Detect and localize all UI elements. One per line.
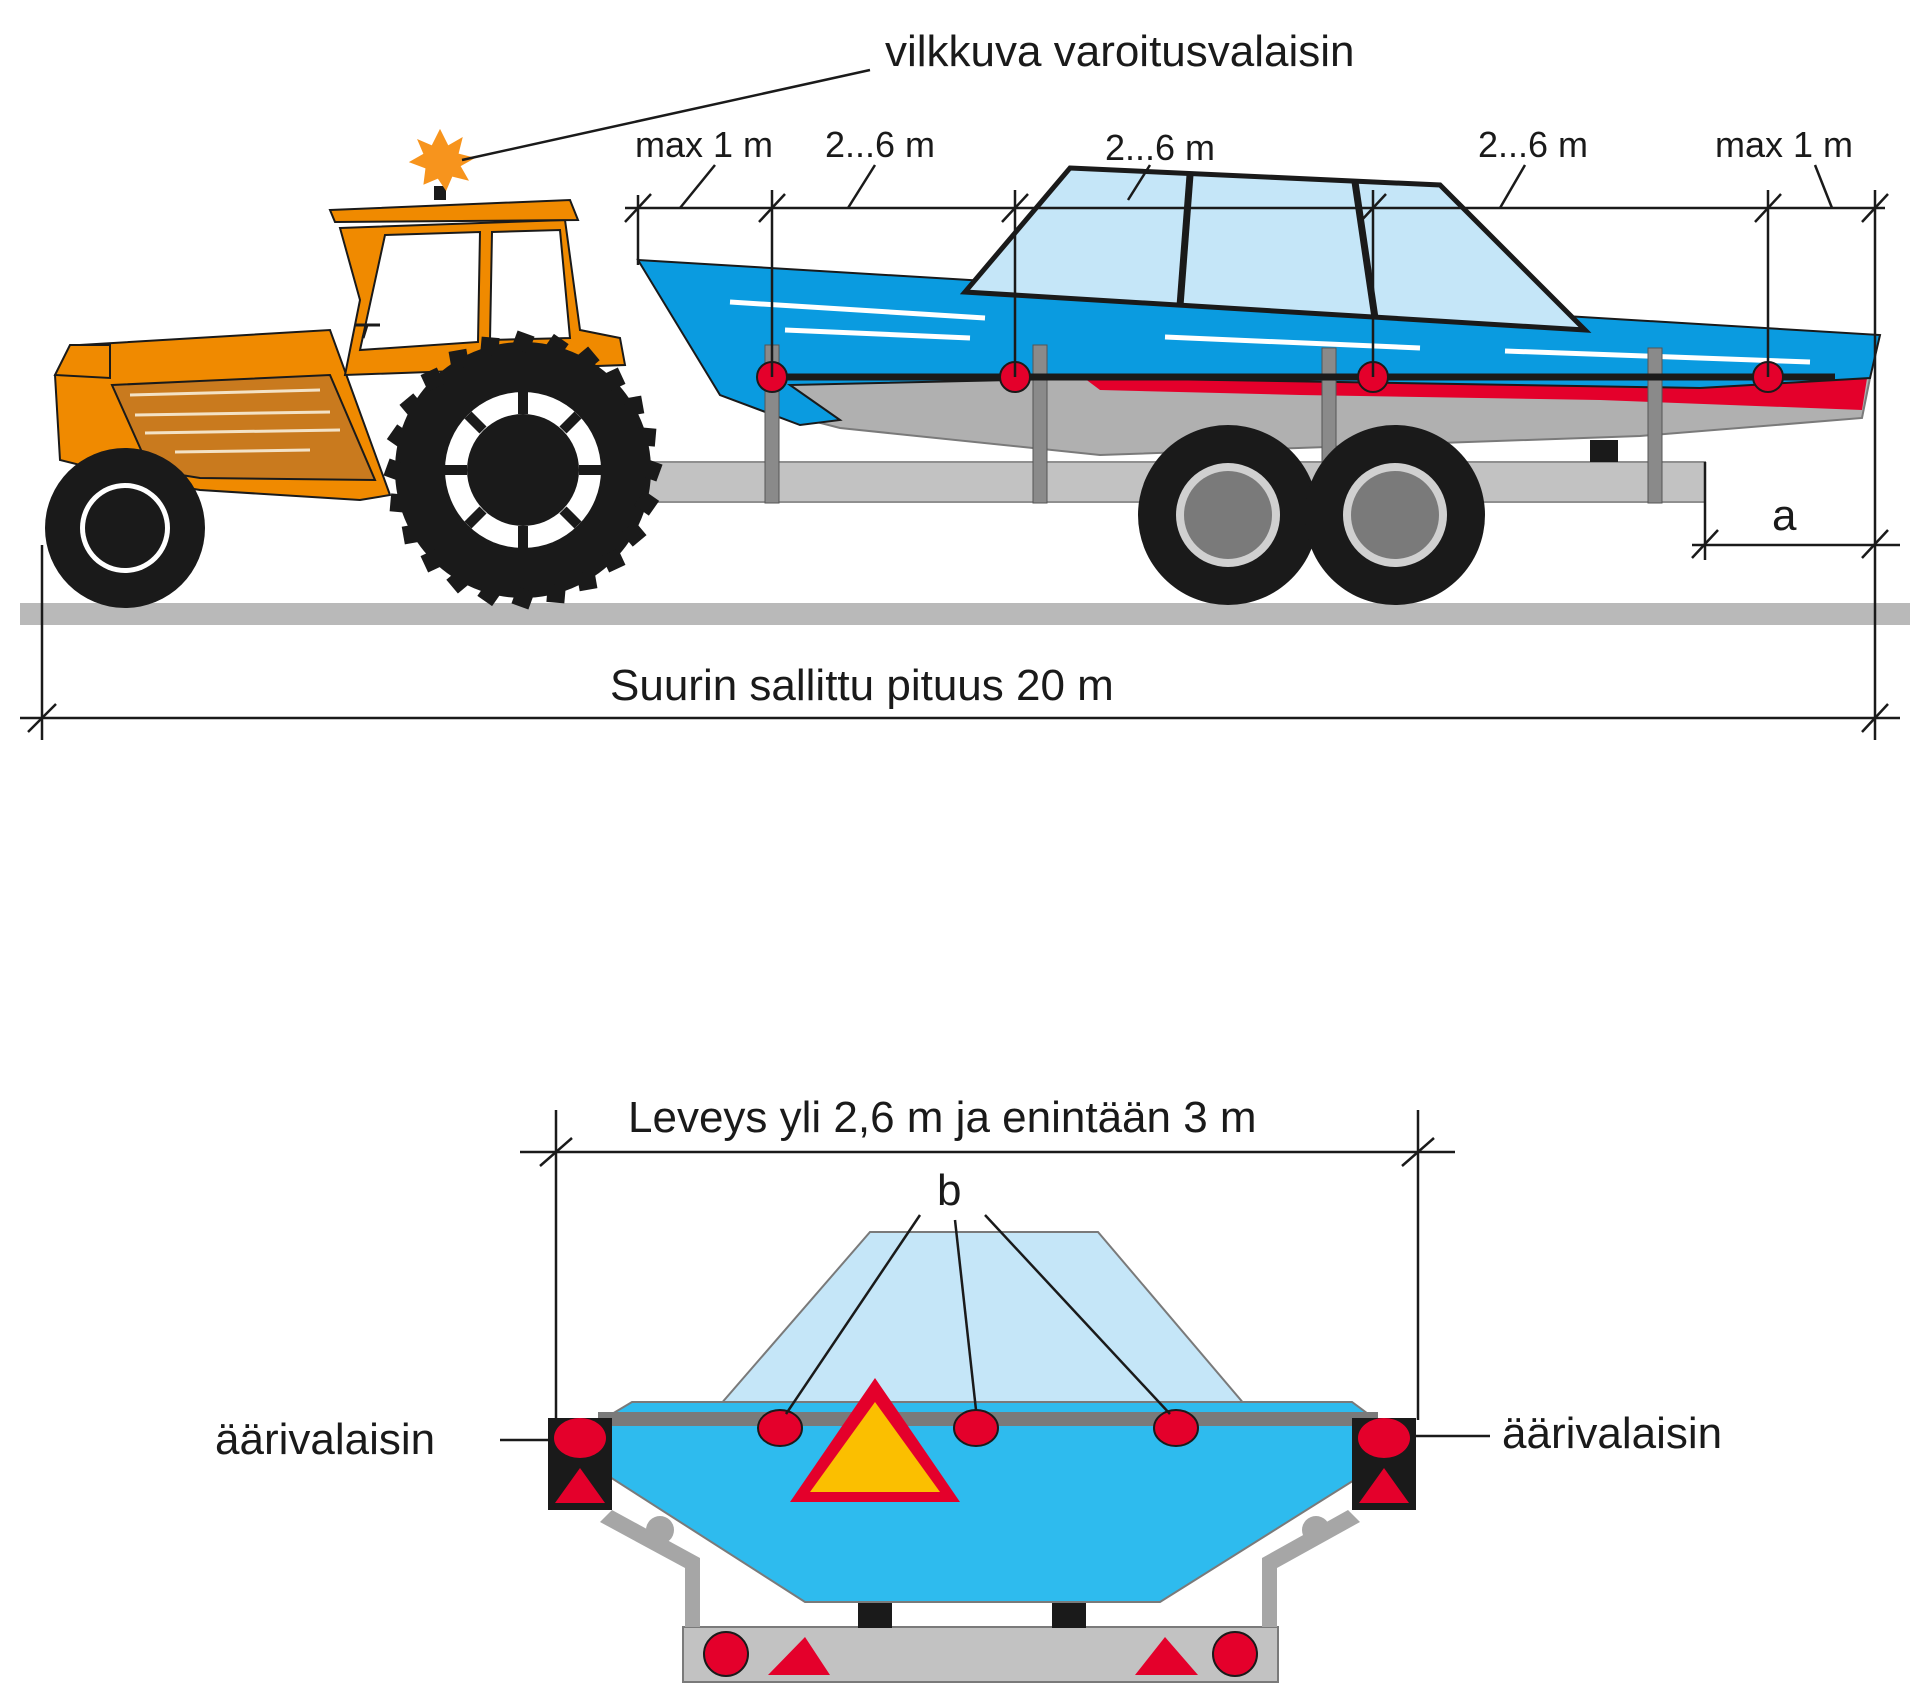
tire-tread-lug bbox=[636, 427, 657, 447]
tire-tread-lug bbox=[634, 490, 660, 516]
side-light-icon bbox=[1212, 1631, 1258, 1677]
cabin-pillar bbox=[1351, 181, 1379, 319]
tire-tread-lug bbox=[383, 458, 407, 482]
tractor-window bbox=[488, 228, 572, 342]
tractor-window bbox=[358, 230, 482, 352]
max-length-label: Suurin sallittu pituus 20 m bbox=[610, 661, 1114, 710]
spacing-label-3: 2...6 m bbox=[1478, 124, 1588, 165]
tire-tread-lug bbox=[623, 395, 645, 417]
width-label: Leveys yli 2,6 m ja enintään 3 m bbox=[628, 1093, 1257, 1142]
marker-right-label: äärivalaisin bbox=[1502, 1409, 1722, 1458]
rear-light-icon bbox=[757, 1409, 803, 1447]
total-length-dimension bbox=[20, 545, 1900, 740]
tire-tread-lug bbox=[477, 581, 503, 607]
tire-tread-lug bbox=[639, 458, 663, 482]
rear-light-icon bbox=[953, 1409, 999, 1447]
tractor-roof bbox=[328, 198, 580, 224]
side-view: vilkkuva varoitusvalaisin max 1 m 2...6 … bbox=[20, 27, 1910, 740]
cabin-pillar bbox=[1176, 174, 1194, 307]
tire-tread-lug bbox=[511, 330, 535, 354]
tire-tread-lug bbox=[389, 493, 410, 513]
rear-cabin bbox=[717, 1231, 1248, 1406]
steering-wheel-icon bbox=[355, 323, 380, 339]
spacing-label-2: 2...6 m bbox=[1105, 127, 1215, 168]
b-leader-line bbox=[784, 1214, 922, 1415]
b-leader-line bbox=[984, 1214, 1171, 1415]
tire-tread-lug bbox=[601, 367, 626, 392]
warning-light-label: vilkkuva varoitusvalaisin bbox=[885, 27, 1355, 76]
hull-highlight bbox=[1164, 334, 1421, 351]
overhang-label: a bbox=[1772, 491, 1797, 540]
slow-moving-vehicle-triangle-icon bbox=[790, 1378, 960, 1502]
b-leader-line bbox=[953, 1219, 978, 1411]
tire-tread-lug bbox=[546, 583, 566, 604]
tire-tread-lug bbox=[448, 348, 470, 370]
spacing-rear-label: max 1 m bbox=[1715, 124, 1853, 165]
tire-tread-lug bbox=[399, 393, 425, 419]
trailer-support bbox=[1590, 440, 1618, 462]
trailer-post bbox=[1647, 347, 1663, 504]
hull-highlight bbox=[784, 327, 971, 341]
tractor bbox=[45, 198, 663, 610]
rotating-beacon-icon bbox=[408, 128, 476, 200]
reflector-triangle-icon bbox=[768, 1637, 830, 1675]
spacing-label-1: 2...6 m bbox=[825, 124, 935, 165]
overhang-dimension bbox=[1691, 462, 1900, 560]
ground-strip bbox=[20, 603, 1910, 625]
tire-tread-lug bbox=[480, 336, 500, 357]
marker-light-right bbox=[1352, 1418, 1416, 1510]
side-light-icon bbox=[703, 1631, 749, 1677]
tractor-rear-wheel bbox=[383, 330, 663, 610]
trailer-wheel-front bbox=[1138, 425, 1318, 605]
tire-tread-lug bbox=[511, 586, 535, 610]
rear-light-icon bbox=[1153, 1409, 1199, 1447]
width-dimension bbox=[520, 1110, 1455, 1420]
tire-tread-lug bbox=[621, 521, 647, 547]
tire-tread-lug bbox=[576, 570, 598, 592]
tractor-headlight bbox=[53, 344, 111, 380]
reflector-triangle-icon bbox=[1135, 1637, 1198, 1675]
tire-tread-lug bbox=[420, 548, 445, 573]
trailer-post bbox=[1032, 344, 1048, 504]
rear-lights-label: b bbox=[937, 1166, 961, 1215]
tire-tread-lug bbox=[420, 367, 445, 392]
rear-view: Leveys yli 2,6 m ja enintään 3 m bbox=[215, 1093, 1722, 1683]
marker-light-left bbox=[548, 1418, 612, 1510]
marker-left-label: äärivalaisin bbox=[215, 1415, 435, 1464]
trailer-wheel-rear bbox=[1305, 425, 1485, 605]
tire-tread-lug bbox=[601, 548, 626, 573]
spacing-front-label: max 1 m bbox=[635, 124, 773, 165]
tire-tread-lug bbox=[386, 424, 412, 450]
tire-tread-lug bbox=[401, 523, 423, 545]
tire-tread-lug bbox=[446, 568, 472, 594]
top-dimension bbox=[624, 164, 1889, 740]
beacon-leader-line bbox=[461, 68, 871, 162]
tire-tread-lug bbox=[543, 333, 569, 359]
tire-tread-lug bbox=[574, 346, 600, 372]
